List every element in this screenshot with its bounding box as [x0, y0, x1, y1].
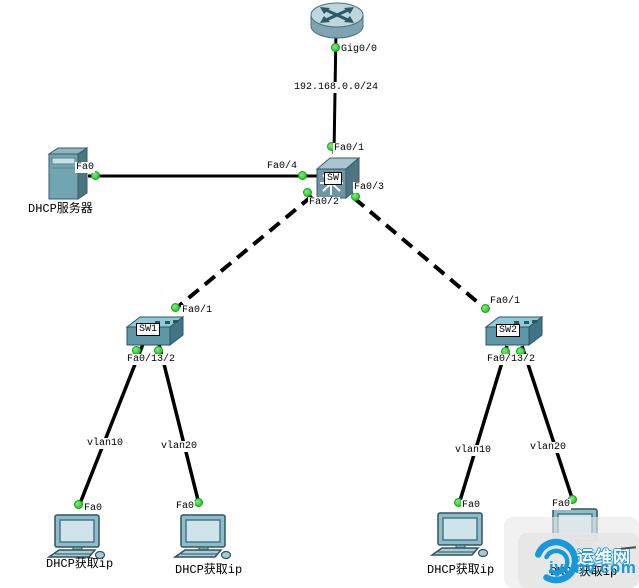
- sw2-vlan20-label: vlan20: [529, 442, 568, 453]
- pc2-device[interactable]: [172, 513, 235, 566]
- pc2-port-label: Fa0: [175, 501, 196, 512]
- sw2-name-label: SW2: [496, 324, 521, 337]
- sw1-name-label: SW1: [136, 323, 161, 336]
- link-sw2-pc3[interactable]: [457, 345, 509, 505]
- pc1-name-label: DHCP获取ip: [46, 557, 114, 571]
- sw2-downlink-ports-label: Fa0/13/2: [486, 354, 537, 365]
- pc3-port-label: Fa0: [461, 500, 482, 511]
- pc2-name-label: DHCP获取ip: [175, 563, 243, 577]
- watermark-site-name: 运维网: [577, 548, 631, 567]
- link-status-dot: [194, 498, 203, 507]
- router-port-label: Gig0/0: [340, 44, 379, 55]
- core-switch-name-label: SW: [324, 172, 343, 185]
- link-sw2-pc4[interactable]: [520, 345, 575, 502]
- router-device[interactable]: [309, 1, 365, 46]
- server-port-label: Fa0: [75, 162, 96, 173]
- core-port-uplink-label: Fa0/1: [333, 143, 366, 154]
- server-name-label: DHCP服务器: [28, 202, 93, 216]
- link-status-dot: [303, 188, 312, 197]
- sw1-vlan20-label: vlan20: [160, 441, 199, 452]
- pc1-port-label: Fa0: [83, 503, 104, 514]
- pc3-device[interactable]: [429, 511, 492, 564]
- link-status-dot: [171, 303, 180, 312]
- core-port-server-label: Fa0/4: [266, 161, 299, 172]
- link-status-dot: [91, 171, 100, 180]
- core-port-sw1-label: Fa0/2: [308, 197, 341, 208]
- sw1-vlan10-label: vlan10: [86, 438, 125, 449]
- pc3-name-label: DHCP获取ip: [427, 563, 495, 577]
- watermark-background: [518, 533, 639, 588]
- pc-icon: [46, 514, 106, 560]
- trunk-link-core-sw2[interactable]: [352, 196, 490, 313]
- trunk-link-core-sw1[interactable]: [172, 194, 314, 312]
- pc1-device[interactable]: [46, 513, 109, 566]
- core-port-sw2-label: Fa0/3: [353, 182, 386, 193]
- link-status-dot: [74, 500, 83, 509]
- network-label: 192.168.0.0/24: [293, 82, 380, 93]
- link-sw1-pc2[interactable]: [157, 343, 201, 505]
- server-icon: [47, 147, 89, 200]
- pc-icon: [172, 514, 232, 560]
- dhcp-server-device[interactable]: [43, 145, 91, 208]
- link-sw1-pc1[interactable]: [77, 343, 145, 507]
- link-status-dot: [331, 43, 340, 52]
- link-status-dot: [298, 171, 307, 180]
- watermark-logo-icon: [532, 537, 580, 588]
- router-icon: [310, 2, 364, 39]
- link-status-dot: [351, 192, 360, 201]
- sw1-uplink-port-label: Fa0/1: [181, 305, 214, 316]
- watermark-site-url: iyunv.com: [549, 558, 637, 577]
- sw2-vlan10-label: vlan10: [454, 445, 493, 456]
- pc-icon: [429, 512, 489, 558]
- link-status-dot: [481, 304, 490, 313]
- sw1-downlink-ports-label: Fa0/13/2: [126, 354, 177, 365]
- pc4-port-label: Fa0: [551, 499, 572, 510]
- sw2-uplink-port-label: Fa0/1: [489, 296, 522, 307]
